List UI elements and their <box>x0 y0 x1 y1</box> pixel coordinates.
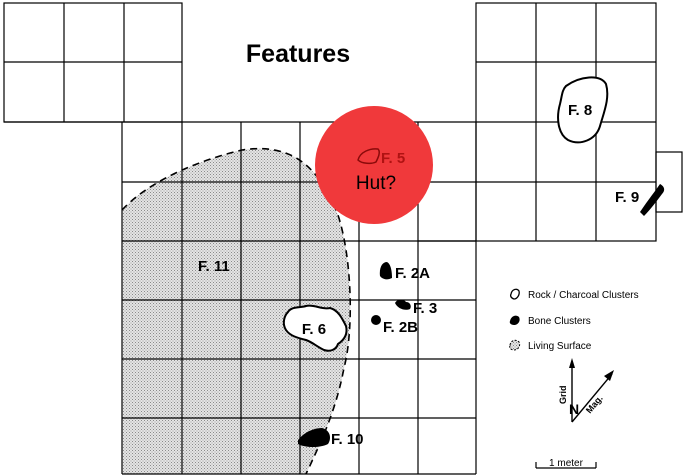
stippled-blob-icon <box>509 339 521 351</box>
north-arrow-mag-label: Mag. <box>584 393 605 415</box>
legend-label-living: Living Surface <box>528 341 592 352</box>
feature-9-label: F. 9 <box>615 189 639 206</box>
solid-blob-icon <box>509 315 520 325</box>
feature-5-shape <box>357 148 380 165</box>
feature-2a-shape <box>379 262 392 280</box>
living-surface-area <box>122 148 351 474</box>
feature-2a-label: F. 2A <box>395 265 430 282</box>
legend-label-bone: Bone Clusters <box>528 316 591 327</box>
north-arrow: Grid N Mag. <box>558 358 614 423</box>
feature-5-label: F. 5 <box>381 150 405 167</box>
feature-10-label: F. 10 <box>331 431 364 448</box>
hut-highlight-circle <box>315 106 433 224</box>
diagram-title: Features <box>246 40 350 68</box>
feature-6-shape <box>282 304 348 352</box>
scale-bar-label: 1 meter <box>549 458 584 469</box>
north-arrow-n-label: N <box>569 401 579 417</box>
living-surface-boundary <box>121 147 352 475</box>
scale-bar: 1 meter <box>535 458 597 469</box>
legend: Rock / Charcoal Clusters Bone Clusters L… <box>509 288 639 352</box>
feature-2b-shape <box>371 315 381 325</box>
north-arrow-grid-label: Grid <box>558 385 568 404</box>
feature-8-shape <box>557 76 609 144</box>
legend-label-rock: Rock / Charcoal Clusters <box>528 290 639 301</box>
feature-9-shape <box>640 184 665 216</box>
feature-3-shape <box>395 299 411 310</box>
feature-6-label: F. 6 <box>302 321 326 338</box>
feature-11-label: F. 11 <box>198 258 230 275</box>
hut-label: Hut? <box>356 173 396 194</box>
feature-2b-label: F. 2B <box>383 319 418 336</box>
feature-3-label: F. 3 <box>413 300 437 317</box>
feature-8-label: F. 8 <box>568 102 592 119</box>
outline-blob-icon <box>509 288 520 300</box>
feature-10-shape <box>298 428 330 447</box>
